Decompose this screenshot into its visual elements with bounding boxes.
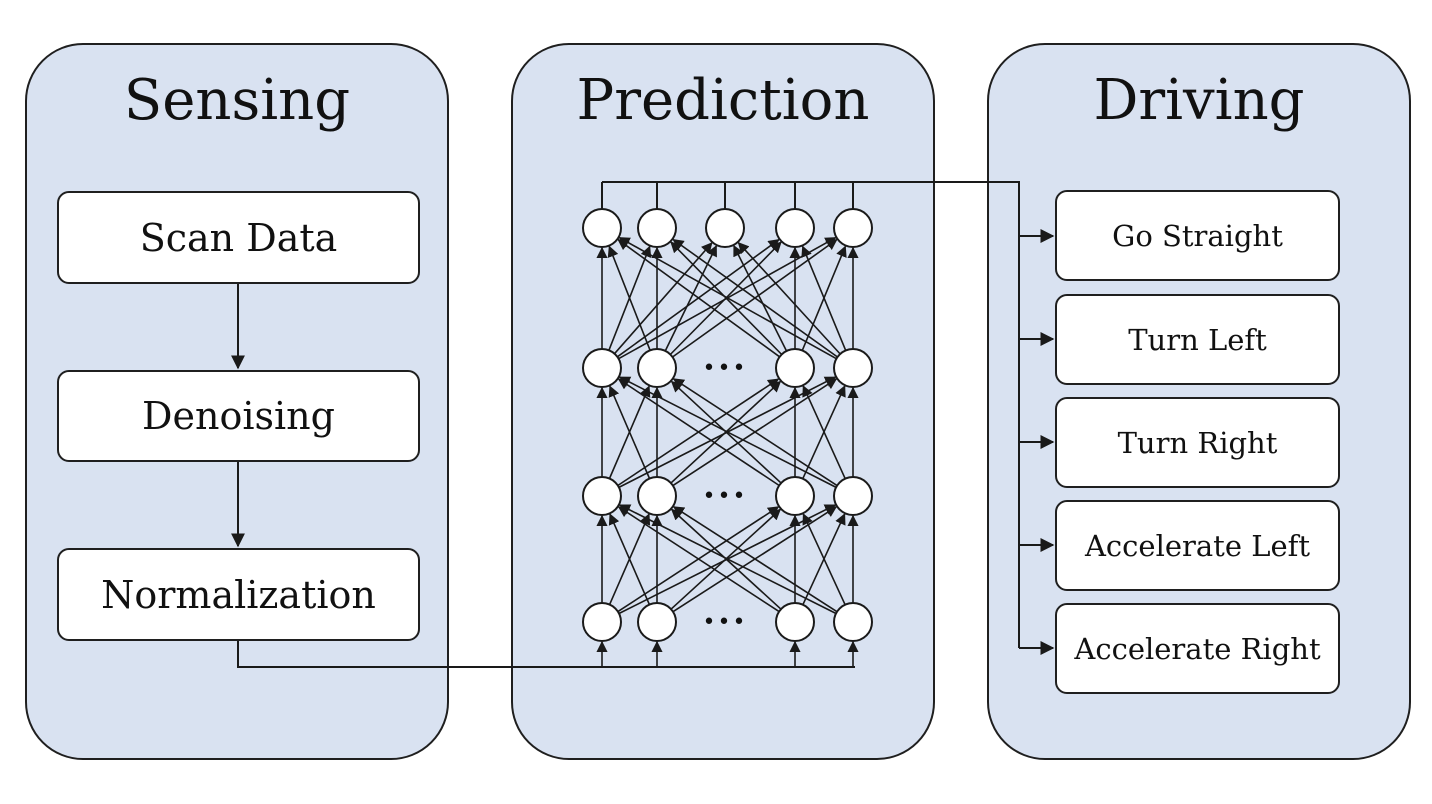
network-node [833,476,873,516]
network-ellipsis: ••• [703,484,748,509]
network-edge [801,245,847,351]
network-edge [613,242,713,355]
network-node [582,208,622,248]
network-edge [670,241,783,356]
network-edge [672,238,838,358]
network-edge [608,385,651,479]
network-node [775,208,815,248]
network-edge [617,378,780,487]
network-node [582,602,622,642]
network-edge [802,385,846,480]
network-node [775,476,815,516]
network-edges [596,182,859,667]
prediction-panel: Prediction [511,43,935,760]
network-edge [617,239,781,358]
network-nodes [582,208,873,642]
network-node [637,208,677,248]
accelerate-left-box: Accelerate Left [1055,500,1340,591]
network-edge [617,506,780,613]
accelerate-right-box: Accelerate Right [1055,603,1340,694]
network-ellipsis: ••• [703,610,748,635]
driving-arrows [1019,229,1055,655]
go-straight-box: Go Straight [1055,190,1340,281]
normalization-to-network-connector [237,641,855,668]
sensing-title: Sensing [123,68,351,133]
network-node [833,208,873,248]
network-node [582,476,622,516]
network-edge [607,245,651,351]
network-edge [737,241,841,355]
normalization-box: Normalization [57,548,420,641]
network-edge [672,378,838,487]
prediction-title: Prediction [576,68,870,133]
network-edge [618,504,837,615]
network-misc: ••• ••• ••• [703,356,748,635]
turn-left-box: Turn Left [1055,294,1340,385]
network-edge [618,237,837,360]
network-node [582,348,622,388]
network-node [833,602,873,642]
network-node [775,602,815,642]
network-edge [618,376,837,489]
network-edge [802,513,846,606]
network-ellipsis: ••• [703,356,748,381]
network-node [833,348,873,388]
network-edge [672,506,838,613]
network-node [637,602,677,642]
driving-title: Driving [1093,68,1305,133]
network-node [775,348,815,388]
network-node [637,476,677,516]
network-node [705,208,745,248]
network-edge [733,244,788,352]
network-node [637,348,677,388]
output-bus [602,181,1020,648]
turn-right-box: Turn Right [1055,397,1340,488]
denoising-box: Denoising [57,370,420,462]
network-edge [608,513,651,605]
scan-data-box: Scan Data [57,191,420,284]
